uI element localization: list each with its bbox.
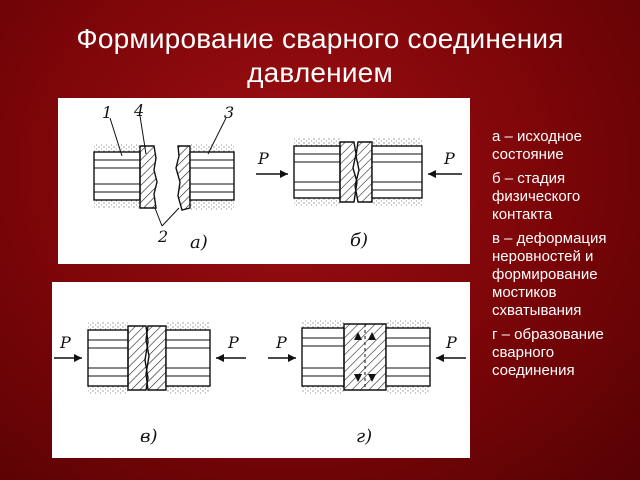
diagram-panel-top: 1 4 3 2 а) P P bbox=[58, 98, 470, 264]
legend-item-b: б – стадия физического контакта bbox=[492, 170, 581, 223]
caption-d: г) bbox=[356, 426, 372, 447]
stage-c: P P в) bbox=[54, 322, 246, 447]
force-label-left-c: P bbox=[59, 333, 71, 352]
stage-a: 1 4 3 2 а) bbox=[93, 101, 235, 253]
diagram-bottom-svg: P P в) P bbox=[54, 320, 466, 447]
stage-b: P P б) bbox=[256, 138, 462, 251]
part-label-3: 3 bbox=[224, 103, 234, 122]
diagram-panel-bottom: P P в) P bbox=[52, 282, 470, 458]
force-label-right-d: P bbox=[445, 333, 457, 352]
force-label-right-b: P bbox=[443, 149, 455, 168]
legend-item-d: г – образование сварного соединения bbox=[492, 326, 604, 379]
legend-item-a: а – исходное состояние bbox=[492, 128, 582, 163]
caption-b: б) bbox=[350, 230, 368, 251]
caption-c: в) bbox=[140, 426, 158, 447]
force-label-right-c: P bbox=[227, 333, 239, 352]
force-label-left-b: P bbox=[257, 149, 269, 168]
stage-d: P P г) bbox=[268, 320, 466, 447]
legend: а – исходное состояние б – стадия физиче… bbox=[492, 128, 632, 386]
caption-a: а) bbox=[190, 232, 208, 253]
part-label-2: 2 bbox=[157, 227, 168, 246]
slide-title: Формирование сварного соединения давлени… bbox=[76, 23, 564, 88]
part-label-1: 1 bbox=[102, 103, 112, 122]
part-label-4: 4 bbox=[133, 101, 144, 120]
diagram-top-svg: 1 4 3 2 а) P P bbox=[93, 101, 462, 253]
force-label-left-d: P bbox=[275, 333, 287, 352]
legend-item-c: в – деформация неровностей и формировани… bbox=[492, 230, 607, 319]
